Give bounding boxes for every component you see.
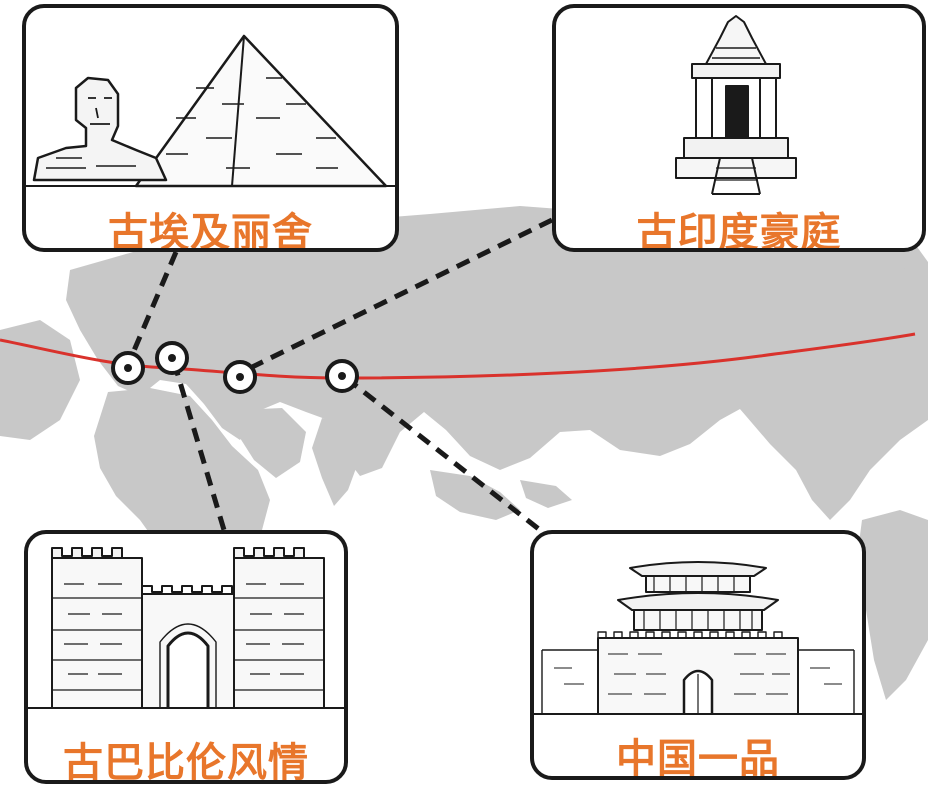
land-west-fragment [0,320,80,440]
card-china-label: 中国一品 [616,736,780,780]
land-south-america [856,510,928,700]
land-india [312,418,362,506]
land-islands [430,470,572,520]
chinese-gate-tower-icon [534,561,862,715]
land-arabia [236,408,306,478]
pyramid-sphinx-icon [26,34,395,188]
connector-china [344,376,542,532]
card-india-label: 古印度豪庭 [636,210,842,252]
indian-temple-icon [675,15,797,195]
card-babylon-label: 古巴比伦风情 [63,740,309,784]
marker-china-icon[interactable] [325,359,359,393]
card-babylon[interactable]: 古巴比伦风情 [24,530,348,784]
card-egypt-label: 古埃及丽舍 [108,210,313,252]
connector-egypt [127,251,179,361]
marker-india-icon[interactable] [223,360,257,394]
card-china[interactable]: 中国一品 [530,530,866,780]
card-egypt[interactable]: 古埃及丽舍 [22,4,399,252]
connectors [127,217,554,532]
land-north-america [700,262,928,520]
land-eurasia [66,206,928,476]
card-india[interactable]: 古印度豪庭 [552,4,926,252]
babylon-gate-icon [28,547,344,709]
marker-babylon-icon[interactable] [155,341,189,375]
connector-india [240,217,554,375]
land-masses [0,206,928,700]
connector-babylon [171,361,227,531]
marker-egypt-icon[interactable] [111,351,145,385]
location-markers [111,341,359,394]
